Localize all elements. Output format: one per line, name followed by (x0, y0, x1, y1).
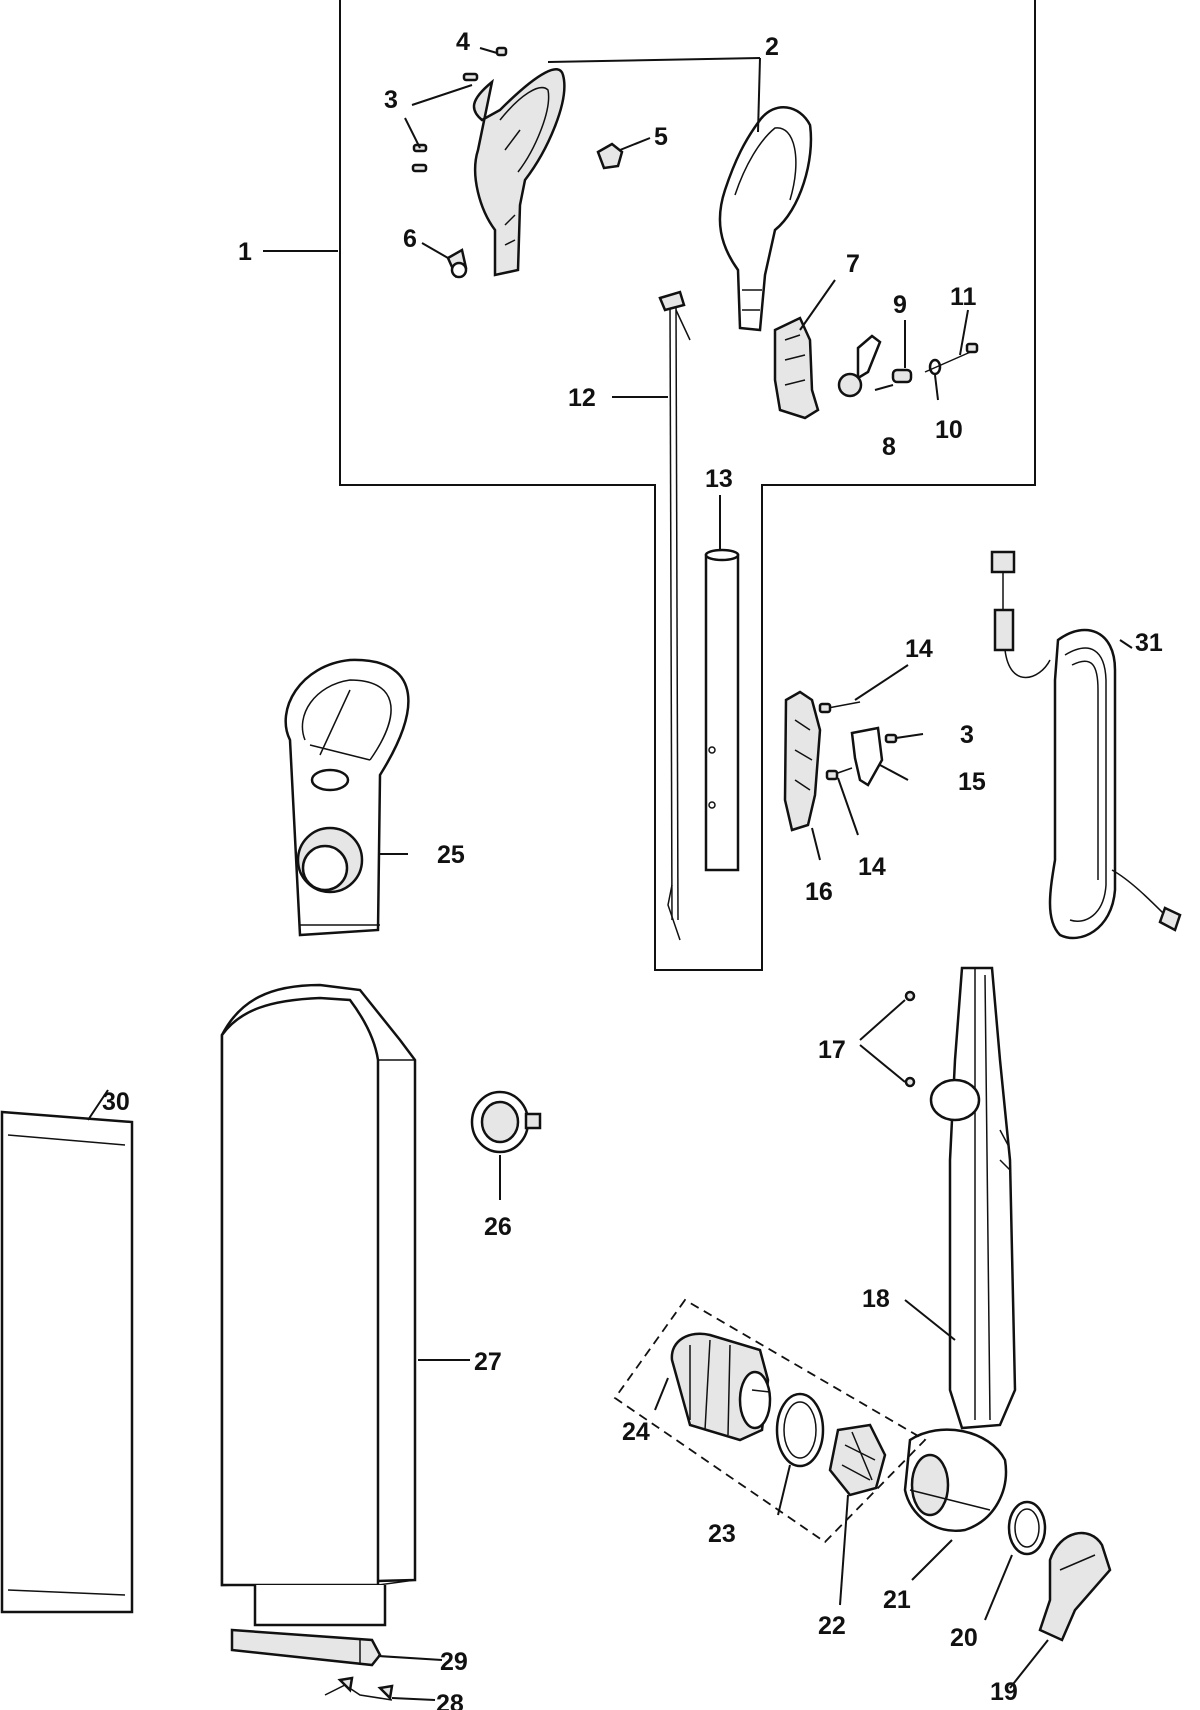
clip-15 (850, 726, 884, 787)
label-22: 22 (818, 1612, 846, 1640)
switch-5 (596, 142, 624, 170)
label-30: 30 (102, 1088, 130, 1116)
label-26: 26 (484, 1213, 512, 1241)
label-27: 27 (474, 1348, 502, 1376)
body-cover-27 (220, 983, 417, 1627)
label-21: 21 (883, 1586, 911, 1614)
label-1: 1 (238, 238, 252, 266)
label-3-top: 3 (384, 86, 398, 114)
ring-26 (470, 1090, 542, 1154)
label-8: 8 (882, 433, 896, 461)
label-17: 17 (818, 1036, 846, 1064)
knob-8 (837, 334, 882, 398)
screw-3-right (884, 733, 898, 744)
label-31: 31 (1135, 629, 1163, 657)
label-23: 23 (708, 1520, 736, 1548)
ring-20 (1007, 1500, 1047, 1556)
gasket-23 (775, 1392, 825, 1468)
label-16: 16 (805, 878, 833, 906)
screw-14-low (825, 767, 853, 781)
label-7: 7 (846, 250, 860, 278)
label-9: 9 (893, 291, 907, 319)
label-18: 18 (862, 1285, 890, 1313)
strip-29 (230, 1628, 382, 1667)
screw-3-low (411, 163, 428, 173)
screw-17-low (904, 1076, 916, 1088)
cord-hook-16 (783, 690, 822, 832)
screw-11 (924, 342, 979, 373)
nozzle-19 (1038, 1531, 1112, 1642)
screw-3-top (462, 72, 479, 82)
label-3-right: 3 (960, 721, 974, 749)
motor-24 (670, 1332, 772, 1442)
spring-9 (891, 368, 913, 384)
label-11: 11 (950, 283, 977, 311)
label-4: 4 (456, 28, 470, 56)
label-5: 5 (654, 123, 668, 151)
label-29: 29 (440, 1648, 468, 1676)
label-14-top: 14 (905, 635, 933, 663)
handle-right-half (718, 106, 813, 332)
part-labels: 1 2 3 3 4 5 6 7 8 9 10 11 12 13 14 14 15… (102, 28, 1163, 1710)
label-6: 6 (403, 225, 417, 253)
label-24: 24 (622, 1418, 650, 1446)
label-13: 13 (705, 465, 733, 493)
screw-17-top (904, 990, 916, 1002)
screw-14-top (818, 701, 861, 714)
power-cord-31 (990, 550, 1182, 940)
label-10: 10 (935, 416, 963, 444)
leader-lines (87, 47, 1133, 1701)
assembly-1-outline (339, 0, 1036, 971)
panel-30 (0, 1110, 134, 1614)
label-2: 2 (765, 33, 779, 61)
tube-13 (704, 548, 740, 872)
label-19: 19 (990, 1678, 1018, 1706)
bracket-7 (773, 316, 820, 420)
upper-housing-18 (929, 966, 1017, 1430)
label-12: 12 (568, 384, 596, 412)
label-28: 28 (436, 1690, 464, 1710)
filter-housing-25 (284, 658, 410, 937)
bracket-28 (324, 1676, 394, 1701)
button-6 (446, 248, 468, 279)
label-25: 25 (437, 841, 465, 869)
fan-housing-21 (903, 1428, 1008, 1533)
label-20: 20 (950, 1624, 978, 1652)
label-14-low: 14 (858, 853, 886, 881)
label-15: 15 (958, 768, 986, 796)
fan-22 (828, 1423, 887, 1497)
handle-left-half (472, 68, 566, 277)
screw-4 (495, 46, 508, 57)
motor-group-24-outline (613, 1298, 927, 1544)
wire-rod-12 (658, 290, 691, 941)
